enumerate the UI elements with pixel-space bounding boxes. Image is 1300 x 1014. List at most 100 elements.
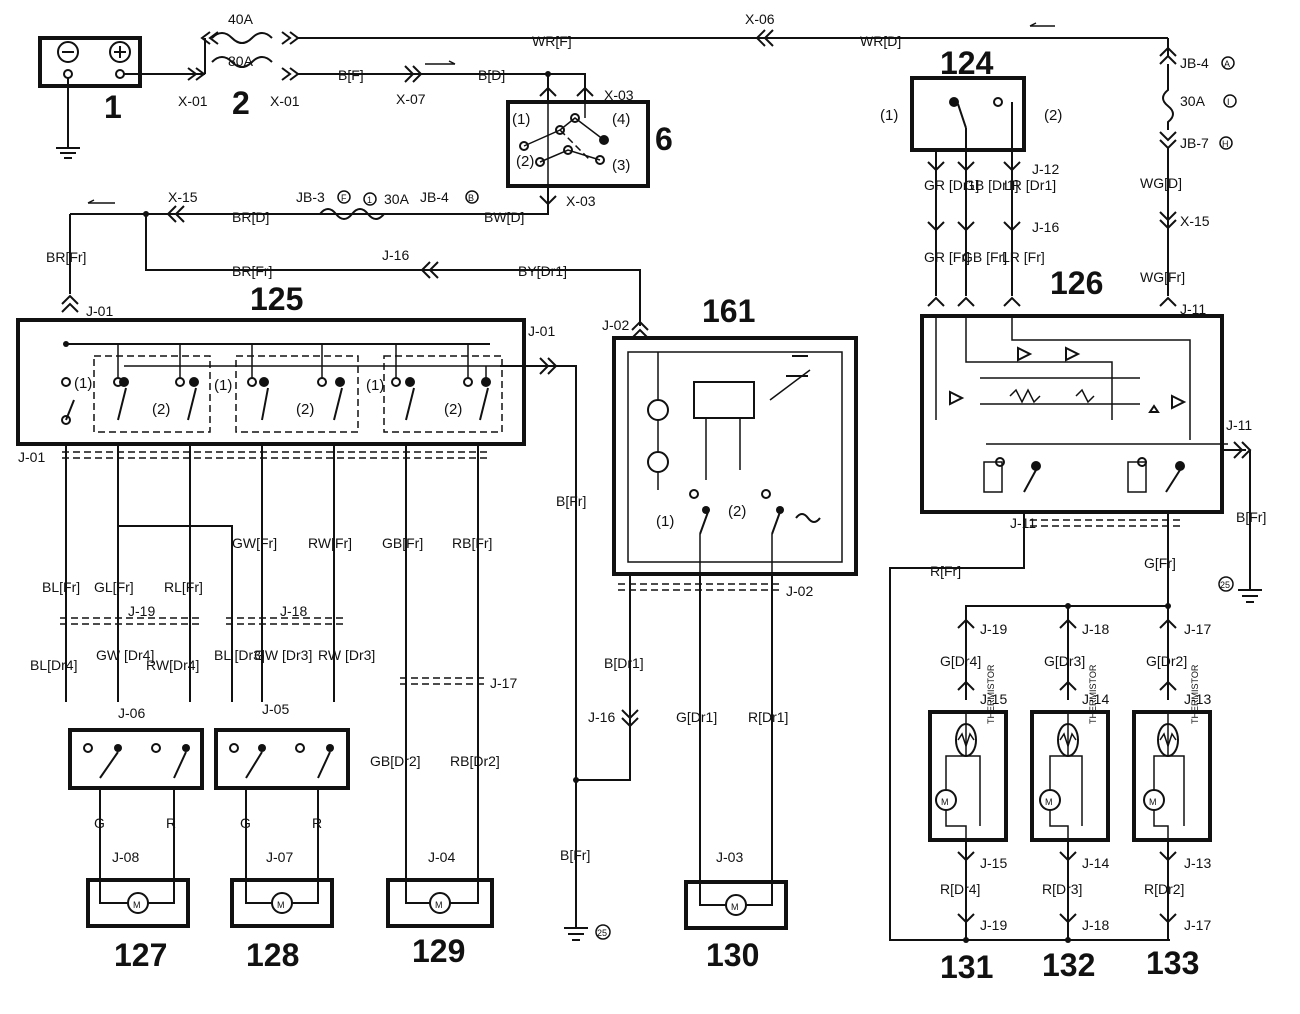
wire-label-by-dr1: BY[Dr1] (518, 263, 567, 279)
wire-br-bw-feed: BW[D] JB-4 B 30A 1 JB-3 F BR[D] X-15 BR[… (46, 189, 641, 326)
wire-label-r128: R (312, 815, 322, 831)
component-number-129: 129 (412, 933, 465, 969)
wire-label-gb-fr: GB [Fr] (962, 249, 1007, 265)
control-unit-component-161: J-02 161 (1) (2) J-02 B[Dr1] J-16 G[Dr1]… (588, 293, 858, 870)
connector-j08-label: J-08 (112, 849, 139, 865)
component-number-132: 132 (1042, 947, 1095, 983)
wire-wr-top: WR[F] X-06 WR[D] (298, 11, 1169, 56)
connector-j07-label: J-07 (266, 849, 293, 865)
motor-132-m: M (1045, 797, 1053, 807)
wire-label-rw-fr: RW[Fr] (308, 535, 352, 551)
component-number-130: 130 (706, 937, 759, 973)
wire-label-bl-dr3: BL [Dr3] (214, 647, 265, 663)
pin-125-2a: (2) (152, 401, 170, 418)
connector-x01b-label: X-01 (270, 93, 300, 109)
wire-label-br-fr-left: BR[Fr] (46, 249, 86, 265)
wire-label-r-dr2: R[Dr2] (1144, 881, 1184, 897)
motor-128-m: M (277, 900, 285, 910)
wire-label-g127: G (94, 815, 105, 831)
connector-j13b-label: J-13 (1184, 855, 1211, 871)
wire-label-gw-dr3: GW [Dr3] (254, 647, 312, 663)
connector-j16a-label: J-16 (382, 247, 409, 263)
motor-127-m: M (133, 900, 141, 910)
wire-label-g-dr2: G[Dr2] (1146, 653, 1187, 669)
jb4b-circle-mark: B (468, 193, 474, 203)
wire-label-r127: R (166, 815, 176, 831)
wire-label-b-dr1: B[Dr1] (604, 655, 644, 671)
thermistor-133-label: THERMISTOR (1190, 664, 1200, 724)
fuse-30a-mid-label: 30A (384, 191, 410, 207)
wire-label-gw-fr: GW[Fr] (232, 535, 277, 551)
connector-j11b-label: J-11 (1226, 417, 1252, 433)
motor-129-m: M (435, 900, 443, 910)
wire-label-rb-fr: RB[Fr] (452, 535, 492, 551)
fuse-30a-top-label: 30A (1180, 93, 1206, 109)
connector-j19c-label: J-19 (980, 917, 1007, 933)
wire-label-gr-fr: GR [Fr] (924, 249, 970, 265)
connector-j01a-label: J-01 (86, 303, 113, 319)
motor-130: J-03 M 130 (684, 849, 788, 973)
thermistor-132-label: THERMISTOR (1088, 664, 1098, 724)
pin-124-2: (2) (1044, 107, 1062, 124)
wire-label-b-fr-bottom: B[Fr] (560, 847, 590, 863)
pin-6-1: (1) (512, 111, 530, 128)
wire-label-br-d: BR[D] (232, 209, 269, 225)
connector-j16c-label: J-16 (1032, 219, 1059, 235)
connector-x07-label: X-07 (396, 91, 426, 107)
motor-128: J-07 M 128 (230, 849, 334, 973)
wire-label-lr-fr: LR [Fr] (1002, 249, 1045, 265)
connector-j18a-label: J-18 (280, 603, 307, 619)
pin-124-1: (1) (880, 107, 898, 124)
fusible-link-component-2: 40A 80A X-01 X-01 2 (178, 11, 300, 121)
pin-6-3: (3) (612, 157, 630, 174)
jb7-circle-mark: H (1222, 139, 1229, 149)
connector-jb4a-label: JB-4 (1180, 55, 1209, 71)
fuse-80a-label: 80A (228, 53, 254, 69)
pin-6-2: (2) (516, 153, 534, 170)
connector-x06-label: X-06 (745, 11, 775, 27)
component-number-131: 131 (940, 949, 993, 985)
connector-j17a-label: J-17 (490, 675, 517, 691)
wire-label-g128: G (240, 815, 251, 831)
jb3-circle-mark: F (341, 193, 347, 203)
connector-j15b-label: J-15 (980, 855, 1007, 871)
motor-130-m: M (731, 902, 739, 912)
ground-25a-mark: 25 (597, 928, 607, 938)
connector-j14a-label: J-14 (1082, 691, 1109, 707)
wire-label-g-fr: G[Fr] (1144, 555, 1176, 571)
wire-label-g-dr3: G[Dr3] (1044, 653, 1085, 669)
motor-129: J-04 M 129 (386, 849, 494, 969)
wire-label-rw-dr4: RW[Dr4] (146, 657, 199, 673)
wire-label-wr-d: WR[D] (860, 33, 901, 49)
connector-j01c-label: J-01 (18, 449, 45, 465)
connector-jb3-label: JB-3 (296, 189, 325, 205)
wire-label-bl-dr4: BL[Dr4] (30, 657, 77, 673)
wire-label-rw-dr3: RW [Dr3] (318, 647, 375, 663)
wire-label-r-dr3: R[Dr3] (1042, 881, 1082, 897)
wire-label-b-fr-126: B[Fr] (1236, 509, 1266, 525)
wire-label-gl-fr: GL[Fr] (94, 579, 134, 595)
connector-x15a-label: X-15 (168, 189, 198, 205)
wire-label-bw-d: BW[D] (484, 209, 524, 225)
component-number-127: 127 (114, 937, 167, 973)
switch-component-6: X-03 (1) (2) (4) (3) 6 X-03 (506, 86, 673, 215)
wire-ground-center: B[Fr] B[Fr] 25 (556, 493, 631, 941)
wire-b-top: B[F] X-07 B[D] (298, 60, 586, 107)
thermistor-131-label: THERMISTOR (986, 664, 996, 724)
wire-label-r-dr1: R[Dr1] (748, 709, 788, 725)
wire-label-br-fr-mid: BR[Fr] (232, 263, 272, 279)
wire-label-g-dr4: G[Dr4] (940, 653, 981, 669)
component-number-124: 124 (940, 45, 994, 81)
component-number-6: 6 (655, 121, 673, 157)
connector-j17c-label: J-17 (1184, 917, 1211, 933)
pin-161-1: (1) (656, 513, 674, 530)
connector-j04-label: J-04 (428, 849, 455, 865)
wire-label-bl-fr: BL[Fr] (42, 579, 80, 595)
window-motors-131-133: J-19 J-18 J-17 G[Dr4] G[Dr3] G[Dr2] J-15… (928, 618, 1212, 985)
connector-j18c-label: J-18 (1082, 917, 1109, 933)
connector-j06-label: J-06 (118, 705, 145, 721)
wires-125-outputs: BL[Fr] GL[Fr] RL[Fr] GW[Fr] RW[Fr] GB[Fr… (30, 444, 517, 888)
wire-label-b-f-top: B[F] (338, 67, 364, 83)
connector-j02b-label: J-02 (786, 583, 813, 599)
ground-25b-mark: 25 (1220, 580, 1230, 590)
